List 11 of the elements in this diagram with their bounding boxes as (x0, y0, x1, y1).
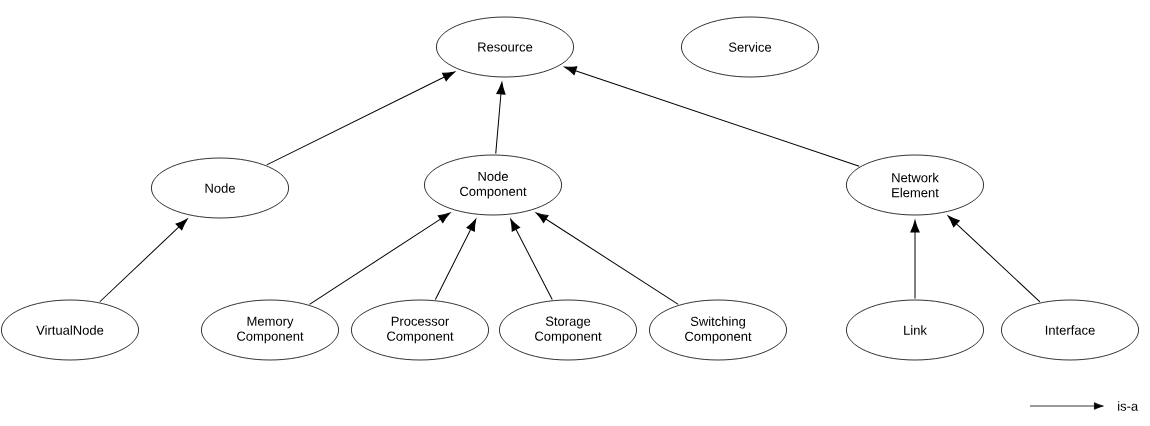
arrow (910, 220, 920, 300)
arrow (99, 218, 188, 303)
arrow (495, 82, 506, 155)
arrow (510, 218, 553, 300)
arrow (309, 212, 451, 305)
arrow (947, 215, 1041, 303)
arrow (564, 66, 860, 167)
arrow (266, 71, 455, 166)
arrow (434, 218, 477, 300)
legend-label: is-a (1118, 401, 1139, 411)
arrow (535, 212, 679, 305)
